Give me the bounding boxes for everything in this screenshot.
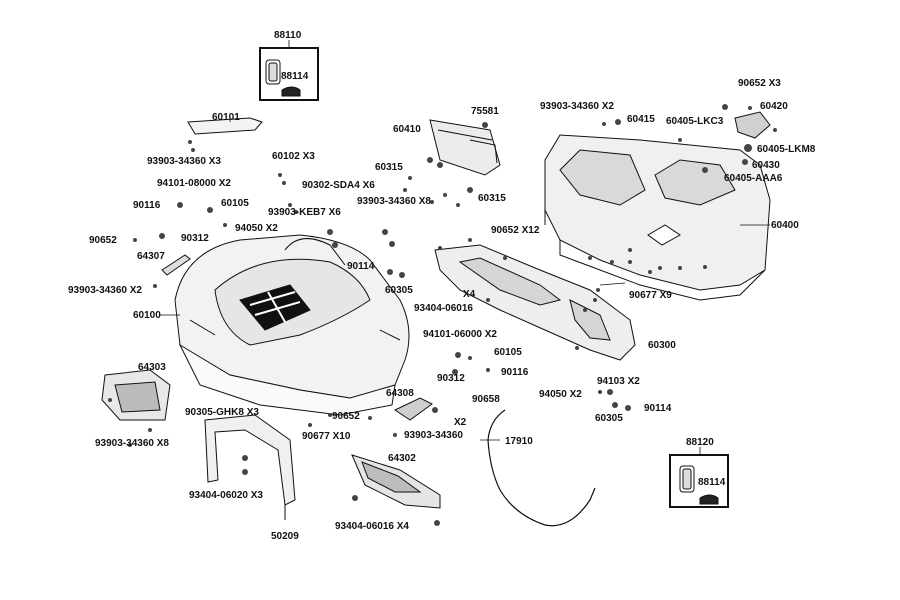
panel-60410 xyxy=(429,119,501,176)
label-x4: X4 xyxy=(463,289,476,300)
label-93404-06020: 93404-06020 X3 xyxy=(189,490,263,501)
label-90116-b: 90116 xyxy=(501,367,529,378)
label-60101: 60101 xyxy=(212,112,240,123)
bracket-60420 xyxy=(734,111,771,139)
label-93903-x2-b: 93903-34360 X2 xyxy=(540,101,614,112)
label-17910: 17910 xyxy=(505,436,533,447)
label-60410: 60410 xyxy=(393,124,421,135)
label-90677-x9: 90677 X9 xyxy=(629,290,672,301)
label-94101-08000: 94101-08000 X2 xyxy=(157,178,231,189)
label-90302: 90302-SDA4 X6 xyxy=(302,180,375,191)
rear-fender-60300 xyxy=(434,244,636,361)
part-64308 xyxy=(393,397,433,421)
label-93903-x3: 93903-34360 X3 xyxy=(147,156,221,167)
small-hardware xyxy=(108,104,777,526)
label-60315-a: 60315 xyxy=(375,162,403,173)
label-93404-06016: 93404-06016 xyxy=(414,303,473,314)
grille-64302 xyxy=(351,454,441,509)
cable-17910 xyxy=(487,409,596,527)
label-60420: 60420 xyxy=(760,101,788,112)
label-90116-a: 90116 xyxy=(133,200,161,211)
label-88114-a: 88114 xyxy=(281,71,309,82)
label-60405-lkc3: 60405-LKC3 xyxy=(666,116,724,127)
label-90677-x10: 90677 X10 xyxy=(302,431,351,442)
label-93903-x8-a: 93903-34360 X8 xyxy=(95,438,169,449)
label-90652-x12: 90652 X12 xyxy=(491,225,540,236)
label-90652-b: 90652 xyxy=(332,411,360,422)
label-93903-x2: 93903-34360 X2 xyxy=(68,285,142,296)
bar-64307 xyxy=(161,254,191,276)
label-88110: 88110 xyxy=(274,30,302,41)
label-60300: 60300 xyxy=(648,340,676,351)
label-60400: 60400 xyxy=(771,220,799,231)
label-90652-a: 90652 xyxy=(89,235,117,246)
label-64307: 64307 xyxy=(137,251,165,262)
kit-88120-box xyxy=(669,454,729,508)
label-90652-x3: 90652 X3 xyxy=(738,78,781,89)
label-93903-keb7: 93903-KEB7 X6 xyxy=(268,207,341,218)
label-60305-b: 60305 xyxy=(595,413,623,424)
label-64302: 64302 xyxy=(388,453,416,464)
label-88120: 88120 xyxy=(686,437,714,448)
label-60305-a: 60305 xyxy=(385,285,413,296)
label-60405-aaa6: 60405-AAA6 xyxy=(724,173,783,184)
label-90114-b: 90114 xyxy=(644,403,672,414)
label-60405-lkm8: 60405-LKM8 xyxy=(757,144,816,155)
label-60105-b: 60105 xyxy=(494,347,522,358)
grille-64303 xyxy=(101,369,171,421)
label-93903-mid: 93903-34360 xyxy=(404,430,463,441)
leader-lines xyxy=(160,40,770,455)
label-90114-a: 90114 xyxy=(347,261,375,272)
label-90305: 90305-GHK8 X3 xyxy=(185,407,259,418)
label-60415: 60415 xyxy=(627,114,655,125)
bracket-50209 xyxy=(204,414,296,520)
label-94050-b: 94050 X2 xyxy=(539,389,582,400)
label-60100: 60100 xyxy=(133,310,161,321)
bracket-60101 xyxy=(187,117,263,135)
label-60105-a: 60105 xyxy=(221,198,249,209)
label-60102: 60102 X3 xyxy=(272,151,315,162)
label-60315-b: 60315 xyxy=(478,193,506,204)
label-94050-a: 94050 X2 xyxy=(235,223,278,234)
label-88114-b: 88114 xyxy=(698,477,726,488)
label-64303: 64303 xyxy=(138,362,166,373)
label-94101-06000: 94101-06000 X2 xyxy=(423,329,497,340)
label-90312-b: 90312 xyxy=(437,373,465,384)
label-75581: 75581 xyxy=(471,106,499,117)
front-hood-60100 xyxy=(174,234,410,416)
label-93903-x8-b: 93903-34360 X8 xyxy=(357,196,431,207)
label-94103: 94103 X2 xyxy=(597,376,640,387)
label-50209: 50209 xyxy=(271,531,299,542)
label-60430: 60430 xyxy=(752,160,780,171)
rear-carrier-60400 xyxy=(544,134,771,301)
label-90658: 90658 xyxy=(472,394,500,405)
label-x2: X2 xyxy=(454,417,467,428)
label-64308: 64308 xyxy=(386,388,414,399)
label-90312-a: 90312 xyxy=(181,233,209,244)
label-93404-06016-x4: 93404-06016 X4 xyxy=(335,521,409,532)
